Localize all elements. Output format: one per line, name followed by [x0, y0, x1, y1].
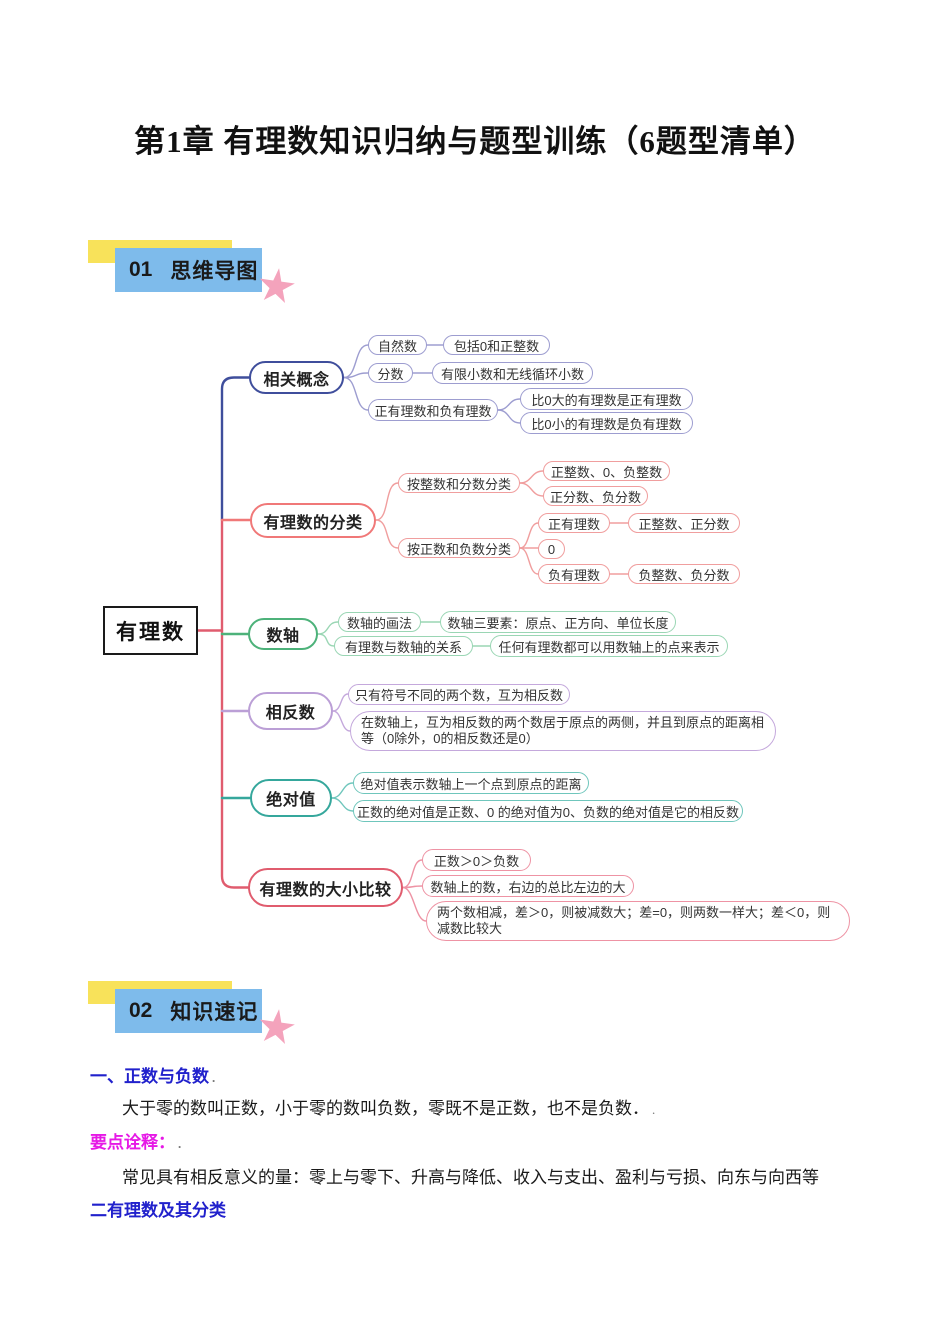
section-02-title: 知识速记	[170, 1001, 259, 1024]
mindmap-leaf-node: 正分数、负分数	[543, 486, 648, 506]
mindmap-leaf-node: 按正数和负数分类	[398, 538, 520, 558]
notes-callout: 要点诠释：.	[90, 1128, 181, 1153]
notes-callout-text: 要点诠释：	[90, 1133, 175, 1152]
section-02-number: 02	[129, 999, 153, 1022]
mindmap-leaf-node: 0	[538, 539, 565, 559]
section-01-number: 01	[129, 258, 153, 281]
page-title: 第1章 有理数知识归纳与题型训练（6题型清单）	[134, 124, 816, 159]
notes-paragraph-1-text: 大于零的数叫正数，小于零的数叫负数，零既不是正数，也不是负数．	[122, 1099, 649, 1118]
mindmap-leaf-node: 有理数与数轴的关系	[334, 636, 473, 656]
mindmap-branch-node: 绝对值	[250, 779, 332, 817]
section-01-title: 思维导图	[170, 260, 259, 283]
mindmap-root-node: 有理数	[103, 606, 198, 655]
mindmap-leaf-node: 包括0和正整数	[443, 335, 550, 355]
mindmap-leaf-node: 任何有理数都可以用数轴上的点来表示	[490, 635, 728, 657]
mindmap-leaf-node: 比0大的有理数是正有理数	[520, 388, 693, 410]
mindmap-leaf-node: 自然数	[368, 335, 427, 355]
mindmap-leaf-node: 按整数和分数分类	[398, 473, 520, 493]
mindmap-leaf-node: 比0小的有理数是负有理数	[520, 412, 693, 434]
mindmap-leaf-node: 负整数、负分数	[628, 564, 740, 584]
mindmap-branch-node: 有理数的大小比较	[248, 868, 403, 907]
mindmap-leaf-node: 数轴上的数，右边的总比左边的大	[422, 875, 634, 897]
mindmap-leaf-node: 正数＞0＞负数	[422, 849, 531, 871]
mindmap-leaf-node: 两个数相减，差＞0，则被减数大；差=0，则两数一样大；差＜0，则减数比较大	[426, 901, 850, 941]
mindmap-leaf-node: 负有理数	[538, 564, 610, 584]
mindmap-leaf-node: 正有理数	[538, 513, 610, 533]
mindmap-leaf-node: 数轴的画法	[338, 612, 421, 632]
notes-heading-2: 二有理数及其分类	[90, 1201, 226, 1220]
mindmap-leaf-node: 正整数、正分数	[628, 513, 740, 533]
notes-heading-1: 一、正数与负数.	[90, 1062, 215, 1087]
mindmap-leaf-node: 数轴三要素：原点、正方向、单位长度	[440, 611, 676, 633]
mindmap-leaf-node: 正有理数和负有理数	[368, 399, 498, 421]
notes-paragraph-2: 常见具有相反意义的量：零上与零下、升高与降低、收入与支出、盈利与亏损、向东与向西…	[122, 1168, 819, 1187]
trailing-dot: .	[178, 1136, 182, 1151]
mindmap-leaf-node: 正整数、0、负整数	[543, 461, 670, 481]
mindmap-leaf-node: 有限小数和无线循环小数	[432, 362, 593, 384]
trailing-dot: .	[212, 1070, 216, 1085]
mindmap-branch-node: 相关概念	[249, 361, 344, 394]
mindmap-leaf-node: 分数	[368, 363, 413, 383]
mindmap-leaf-node: 只有符号不同的两个数，互为相反数	[348, 684, 570, 705]
section-01-header: 01 思维导图	[115, 248, 262, 292]
mindmap-branch-node: 数轴	[248, 618, 318, 650]
mindmap-leaf-node: 在数轴上，互为相反数的两个数居于原点的两侧，并且到原点的距离相等（0除外，0的相…	[350, 711, 776, 751]
notes-paragraph-1: 大于零的数叫正数，小于零的数叫负数，零既不是正数，也不是负数．.	[122, 1094, 655, 1119]
mindmap-leaf-node: 正数的绝对值是正数、0 的绝对值为0、负数的绝对值是它的相反数	[353, 800, 743, 822]
mindmap-branch-node: 有理数的分类	[250, 503, 376, 538]
mindmap-leaf-node: 绝对值表示数轴上一个点到原点的距离	[353, 772, 589, 794]
mindmap-branch-node: 相反数	[248, 692, 333, 730]
notes-heading-1-text: 一、正数与负数	[90, 1067, 209, 1086]
trailing-dot: .	[652, 1102, 656, 1117]
section-02-header: 02 知识速记	[115, 989, 262, 1033]
